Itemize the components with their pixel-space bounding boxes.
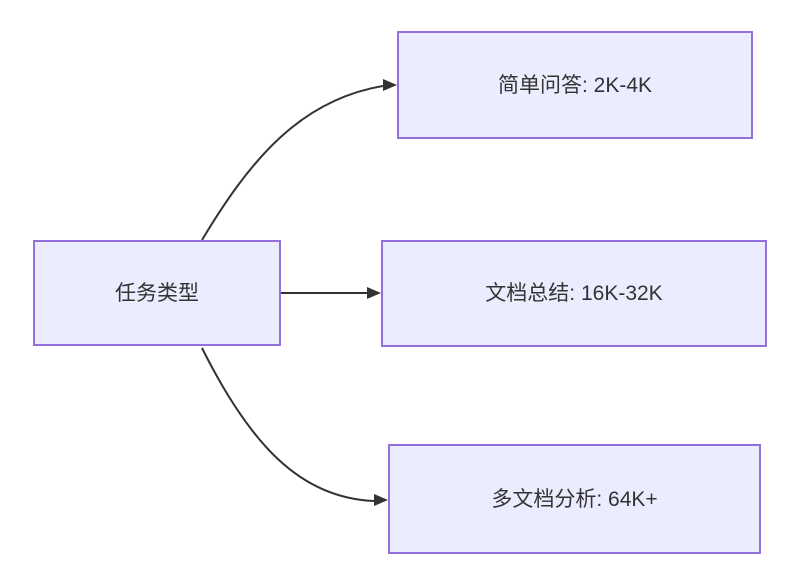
edge-root-to-multidoc: [201, 347, 375, 502]
node-simple-qa: 简单问答: 2K-4K: [397, 31, 753, 139]
node-doc-summary: 文档总结: 16K-32K: [381, 240, 767, 347]
arrowhead-doc-summary: [367, 287, 381, 299]
node-doc-summary-label: 文档总结: 16K-32K: [485, 282, 663, 305]
node-task-type: 任务类型: [33, 240, 281, 346]
edge-root-to-simple-qa: [201, 85, 384, 241]
node-multidoc-analysis: 多文档分析: 64K+: [388, 444, 761, 554]
node-multidoc-analysis-label: 多文档分析: 64K+: [491, 487, 658, 511]
node-simple-qa-label: 简单问答: 2K-4K: [497, 73, 653, 97]
arrowhead-multidoc: [374, 494, 388, 506]
arrowhead-simple-qa: [383, 79, 397, 91]
node-task-type-label: 任务类型: [115, 281, 199, 305]
